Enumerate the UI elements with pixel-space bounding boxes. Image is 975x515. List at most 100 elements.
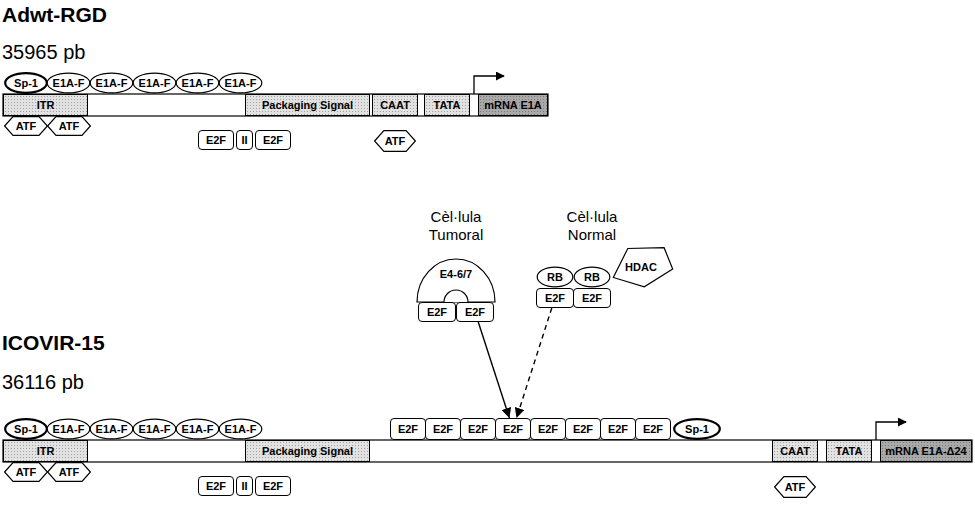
factor-oval: E1A-F — [132, 72, 177, 94]
node-text: E2F — [263, 134, 283, 147]
node-text: Packaging Signal — [262, 99, 353, 112]
node-text: E2F — [582, 292, 602, 305]
binding-box: E2F — [530, 418, 566, 440]
factor-oval: E1A-F — [175, 72, 220, 94]
e4-protein: E4-6/7 — [416, 258, 496, 302]
oval-outline — [176, 419, 219, 439]
transcription-start-arrow — [474, 76, 504, 94]
gene-segment: ITR — [3, 94, 88, 116]
node-text: E1A-F — [96, 77, 128, 90]
node-text: Sp-1 — [685, 423, 709, 436]
node-text: E2F — [468, 423, 488, 436]
oval-outline — [674, 419, 720, 439]
binding-box: E2F — [456, 302, 494, 322]
pentagon-outline — [613, 248, 672, 287]
atf-hexagon: ATF — [4, 462, 48, 482]
oval-outline — [574, 267, 610, 287]
cell-type: Cèl·lula Tumoral — [415, 208, 497, 244]
factor-oval: E1A-F — [89, 418, 134, 440]
binding-box: E2F — [635, 418, 671, 440]
oval-outline — [133, 419, 176, 439]
atf-hexagon: ATF — [4, 116, 48, 136]
node-text: E1A-F — [53, 77, 85, 90]
construct-name: ICOVIR-15 — [2, 330, 105, 355]
binding-box: E2F — [495, 418, 531, 440]
binding-box: E2F — [425, 418, 461, 440]
node-text: ATF — [785, 481, 806, 494]
cell-type: Cèl·lula Normal — [551, 208, 633, 244]
transcription-start-arrow — [876, 422, 906, 440]
binding-box: E2F — [536, 288, 574, 308]
binding-box: E2F — [198, 130, 234, 150]
node-text: ATF — [16, 466, 37, 479]
hexagon-outline — [5, 117, 48, 136]
node-text: E1A-F — [96, 423, 128, 436]
oval-outline — [176, 73, 219, 93]
node-text: E2F — [573, 423, 593, 436]
node-text: E2F — [608, 423, 628, 436]
atf-hexagon: ATF — [47, 462, 91, 482]
node-text: HDAC — [625, 261, 657, 274]
factor-oval: Sp-1 — [673, 418, 721, 440]
inhibited-binding-arrow — [517, 308, 552, 418]
node-text: ATF — [59, 120, 80, 133]
node-text: II — [241, 134, 247, 147]
binding-box: E2F — [573, 288, 611, 308]
binding-box: E2F — [460, 418, 496, 440]
gene-segment: CAAT — [372, 94, 418, 116]
binding-box: II — [236, 130, 253, 150]
dome-outline — [417, 259, 495, 302]
node-text: E1A-F — [139, 77, 171, 90]
factor-oval: Sp-1 — [4, 72, 48, 94]
gene-segment: Packaging Signal — [245, 440, 370, 462]
factor-oval: E1A-F — [175, 418, 220, 440]
gene-segment: CAAT — [772, 440, 818, 462]
oval-outline — [133, 73, 176, 93]
gene-segment: TATA — [826, 440, 872, 462]
binding-box: E2F — [255, 130, 291, 150]
node-text: ATF — [385, 135, 406, 148]
node-text: E2F — [263, 480, 283, 493]
oval-outline — [5, 419, 47, 439]
binding-box: E2F — [198, 476, 234, 496]
node-text: TATA — [434, 99, 461, 112]
hexagon-outline — [375, 131, 416, 152]
node-text: E4-6/7 — [440, 268, 472, 281]
factor-oval: RB — [573, 266, 611, 288]
oval-outline — [537, 267, 573, 287]
gene-segment: mRNA E1A-Δ24 — [880, 440, 972, 462]
node-text: E1A-F — [182, 423, 214, 436]
node-text: ATF — [59, 466, 80, 479]
factor-oval: E1A-F — [46, 418, 91, 440]
node-text: E2F — [206, 134, 226, 147]
node-text: Packaging Signal — [262, 445, 353, 458]
atf-hexagon: ATF — [774, 476, 816, 498]
hdac-pentagon: HDAC — [608, 246, 674, 288]
factor-oval: Sp-1 — [4, 418, 48, 440]
dome-notch — [444, 290, 468, 302]
oval-outline — [47, 419, 90, 439]
node-text: Sp-1 — [14, 423, 38, 436]
binding-arrow — [478, 322, 509, 418]
node-text: E1A-F — [139, 423, 171, 436]
node-text: E2F — [538, 423, 558, 436]
oval-outline — [47, 73, 90, 93]
node-text: E2F — [206, 480, 226, 493]
gene-segment: TATA — [424, 94, 470, 116]
hexagon-outline — [775, 477, 816, 498]
hexagon-outline — [48, 117, 91, 136]
node-text: E2F — [465, 306, 485, 319]
oval-outline — [5, 73, 47, 93]
factor-oval: E1A-F — [218, 72, 263, 94]
node-text: E1A-F — [182, 77, 214, 90]
node-text: ATF — [16, 120, 37, 133]
node-text: E1A-F — [225, 423, 257, 436]
hexagon-outline — [48, 463, 91, 482]
binding-box: E2F — [600, 418, 636, 440]
binding-box: II — [236, 476, 253, 496]
binding-box: E2F — [418, 302, 456, 322]
node-text: RB — [547, 271, 563, 284]
node-text: mRNA E1A-Δ24 — [885, 445, 966, 458]
gene-segment: Packaging Signal — [245, 94, 370, 116]
